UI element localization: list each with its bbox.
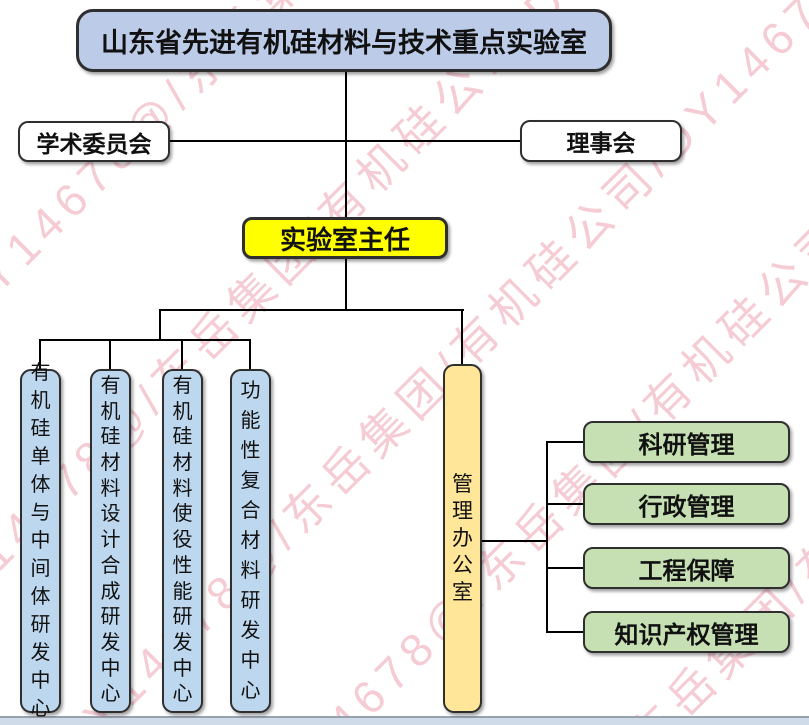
connector-line [109, 339, 111, 370]
connector-line [546, 441, 548, 633]
connector-line [249, 339, 251, 370]
function-box-ip-management: 知识产权管理 [583, 611, 790, 653]
connector-line [159, 309, 464, 311]
function-label: 工程保障 [638, 557, 735, 585]
connector-line [345, 259, 347, 310]
function-label: 知识产权管理 [614, 621, 759, 649]
director-box: 实验室主任 [242, 217, 448, 259]
center-label: 有机硅单体与中间体研发中心 [30, 362, 51, 720]
academic-committee-box: 学术委员会 [18, 121, 170, 162]
connector-line [39, 339, 41, 370]
director-label: 实验室主任 [279, 224, 410, 255]
root-box: 山东省先进有机硅材料与技术重点实验室 [76, 9, 612, 72]
function-box-administration: 行政管理 [583, 483, 790, 525]
connector-line [546, 503, 584, 505]
connector-line [39, 339, 251, 341]
connector-line [461, 309, 463, 365]
connector-line [181, 339, 183, 370]
connector-line [546, 631, 584, 633]
connector-line [482, 540, 547, 542]
council-box: 理事会 [520, 120, 682, 162]
connector-line [170, 140, 520, 142]
council-label: 理事会 [566, 130, 636, 156]
function-box-engineering-support: 工程保障 [583, 547, 790, 589]
center-label: 有机硅材料使役性能研发中心 [172, 374, 193, 706]
management-office-label: 管理办公室 [452, 473, 473, 604]
management-office-box: 管理办公室 [443, 364, 482, 713]
center-box-design-synthesis: 有机硅材料设计合成研发中心 [90, 369, 131, 713]
center-label: 有机硅材料设计合成研发中心 [100, 374, 121, 706]
connector-line [159, 309, 161, 341]
center-box-monomer: 有机硅单体与中间体研发中心 [20, 362, 61, 720]
connector-line [546, 441, 584, 443]
root-label: 山东省先进有机硅材料与技术重点实验室 [101, 28, 587, 58]
academic-committee-label: 学术委员会 [36, 130, 152, 157]
center-label: 功能性复合材料研发中心 [240, 380, 261, 702]
center-box-service-performance: 有机硅材料使役性能研发中心 [162, 369, 203, 713]
function-box-research-management: 科研管理 [583, 421, 790, 463]
function-label: 科研管理 [638, 431, 735, 459]
center-box-functional-composite: 功能性复合材料研发中心 [230, 369, 271, 713]
function-label: 行政管理 [638, 493, 735, 521]
connector-line [546, 567, 584, 569]
bottom-edge-strip [0, 716, 809, 725]
connector-line [345, 72, 347, 218]
